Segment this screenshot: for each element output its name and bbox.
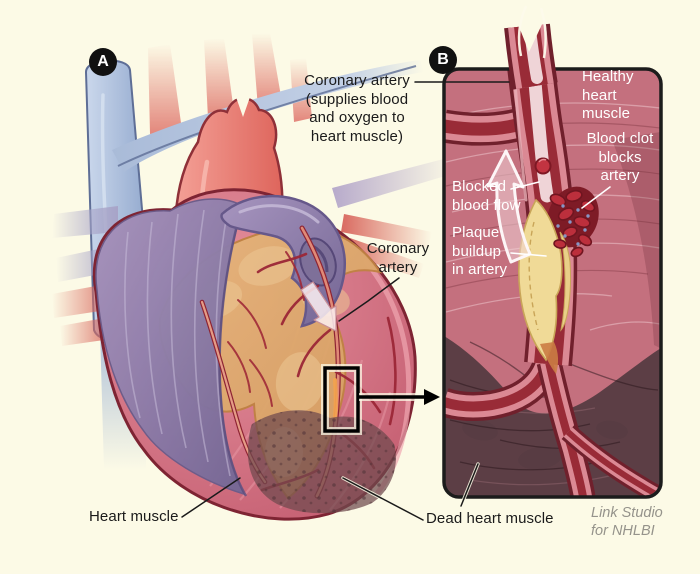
inset-arrow <box>359 389 440 405</box>
panel-b-inset-illustration <box>442 5 663 499</box>
magnifier-rect <box>321 364 362 435</box>
label-coronary-artery-supplies: Coronary artery (supplies blood and oxyg… <box>304 72 410 145</box>
credit-text: Link Studio for NHLBI <box>591 505 663 539</box>
panel-a-heart-illustration <box>52 33 455 521</box>
label-healthy-heart-muscle: Healthy heart muscle <box>582 68 634 122</box>
label-dead-heart-muscle: Dead heart muscle <box>426 510 554 527</box>
label-coronary-artery: Coronary artery <box>366 240 430 276</box>
label-blood-clot-blocks-artery: Blood clot blocks artery <box>586 130 654 184</box>
up-arrow-icon <box>486 149 532 264</box>
flow-arrow-icon <box>300 281 337 332</box>
label-blocked-blood-flow: Blocked blood flow <box>452 178 521 214</box>
label-plaque-buildup: Plaque buildup in artery <box>452 224 508 278</box>
panel-a-badge: A <box>89 48 117 76</box>
inset-artery-top <box>504 5 558 90</box>
label-heart-muscle: Heart muscle <box>89 508 179 525</box>
leader-lines <box>181 81 611 522</box>
panel-b-badge: B <box>429 46 457 74</box>
